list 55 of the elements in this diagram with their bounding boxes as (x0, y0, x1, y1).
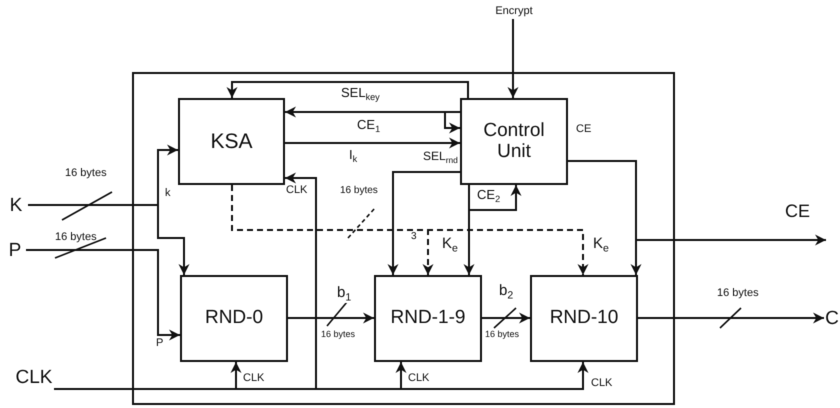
edge-label: CLK (407, 373, 430, 384)
block-label: Control Unit (482, 120, 546, 162)
edge-label: SEL$_{rnd}$ (422, 150, 459, 164)
edge-label: K$_{e}$ (441, 236, 459, 254)
annotation-label: 16 bytes (54, 232, 98, 243)
signal-label: Encrypt (495, 4, 533, 18)
arrow (285, 138, 460, 148)
edge-label: CLK (242, 373, 266, 384)
annotation-label: k (164, 188, 172, 199)
edge-label: CLK (590, 378, 614, 389)
process-box (374, 275, 482, 362)
edge-label: CE$_{2}$ (476, 188, 502, 204)
arrow (482, 312, 530, 324)
arrow (444, 112, 460, 134)
edge-label: P (155, 338, 164, 349)
block-label: RND-1-9 (390, 308, 466, 329)
edge-label: I$_{k}$ (348, 148, 358, 164)
edge-label: b$_{2}$ (498, 283, 514, 302)
signal-label: CLK (16, 368, 52, 388)
annotation-label: 3 (410, 232, 418, 242)
process-box (530, 275, 638, 362)
annotation-label: CE (784, 202, 812, 220)
arrow (508, 19, 518, 98)
arrow (464, 185, 474, 275)
edge-label: CE (575, 124, 592, 135)
block-label: KSA (210, 130, 253, 154)
signal-label: C (825, 308, 839, 330)
arrow (26, 249, 180, 340)
arrow (288, 312, 374, 324)
frame-box (132, 72, 675, 405)
process-box (460, 98, 568, 185)
arrow (54, 172, 317, 390)
arrow (638, 312, 824, 324)
annotation-label: 16 bytes (339, 186, 379, 196)
process-box (180, 275, 288, 362)
arrow (231, 185, 588, 275)
annotation-label: 16 bytes (716, 288, 760, 299)
edge-label: CLK (285, 185, 308, 196)
arrow (388, 171, 460, 275)
annotation-label: 16 bytes (320, 330, 356, 339)
edge-label: SEL$_{key}$ (340, 86, 381, 102)
process-box (178, 98, 285, 185)
edge-label: K$_{e}$ (592, 236, 610, 254)
arrow (568, 160, 826, 246)
edge-label: b$_{1}$ (336, 285, 352, 304)
signal-label: K (10, 196, 22, 216)
edge-label: CE$_{1}$ (356, 118, 382, 134)
signal-label: P (8, 240, 22, 262)
arrow (469, 185, 522, 211)
arrow (285, 106, 460, 118)
block-label: RND-10 (550, 308, 618, 329)
arrow (226, 81, 469, 98)
annotation-label: 16 bytes (484, 330, 520, 339)
annotation-label: 16 bytes (64, 168, 108, 179)
block-label: RND-0 (204, 308, 264, 329)
